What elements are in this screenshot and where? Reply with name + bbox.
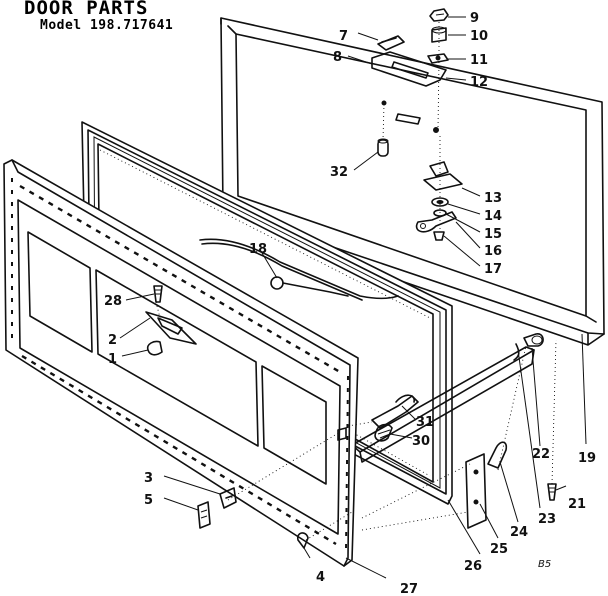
callout-15: 15 xyxy=(484,227,502,242)
callout-2: 2 xyxy=(108,333,117,348)
callout-14: 14 xyxy=(484,209,502,224)
callout-25: 25 xyxy=(490,542,508,557)
model-number: Model 198.717641 xyxy=(40,18,174,33)
part-21-screw xyxy=(547,483,557,501)
part-9-screw xyxy=(429,8,449,22)
callout-3: 3 xyxy=(144,471,153,486)
part-11-clip xyxy=(427,53,449,64)
callout-11: 11 xyxy=(470,53,488,68)
callout-23: 23 xyxy=(538,512,556,527)
callout-10: 10 xyxy=(470,29,488,44)
part-28-screw xyxy=(153,285,163,303)
leader-lines xyxy=(119,16,587,579)
callout-18: 18 xyxy=(249,242,267,257)
callout-7: 7 xyxy=(339,29,348,44)
callout-17: 17 xyxy=(484,262,502,277)
callout-16: 16 xyxy=(484,244,502,259)
callout-24: 24 xyxy=(510,525,528,540)
callout-numbers: 9 10 11 12 7 8 32 13 14 15 16 17 18 28 2… xyxy=(104,11,596,596)
part-16-latch-arm xyxy=(415,211,457,233)
callout-27: 27 xyxy=(400,582,418,596)
callout-26: 26 xyxy=(464,559,482,574)
part-25-hinge-plate xyxy=(465,453,487,529)
part-30-spring xyxy=(374,423,393,442)
drawing-code: B5 xyxy=(538,559,551,570)
part-5-clip xyxy=(197,501,211,529)
diagram-title: DOOR PARTS xyxy=(24,0,149,19)
callout-1: 1 xyxy=(108,352,117,367)
part-31-hinge xyxy=(371,394,419,429)
callout-9: 9 xyxy=(470,11,479,26)
callout-13: 13 xyxy=(484,191,502,206)
part-7-bracket xyxy=(377,35,405,51)
callout-8: 8 xyxy=(333,50,342,65)
part-3-latch xyxy=(219,487,237,509)
part-2-latch-bracket xyxy=(145,311,197,345)
callout-4: 4 xyxy=(316,570,325,585)
callout-12: 12 xyxy=(470,75,488,90)
part-22-pin xyxy=(523,333,544,347)
door-frame xyxy=(220,17,605,346)
part-1-knob xyxy=(146,340,163,356)
part-12-hinge-plate xyxy=(371,51,447,87)
callout-30: 30 xyxy=(412,434,430,449)
callout-21: 21 xyxy=(568,497,586,512)
door-front-panel xyxy=(3,159,359,567)
callout-32: 32 xyxy=(330,165,348,180)
callout-22: 22 xyxy=(532,447,550,462)
part-13-latch xyxy=(423,161,463,191)
part-4-screw xyxy=(296,532,309,549)
part-14-spring xyxy=(431,197,449,207)
part-18-rod xyxy=(199,238,399,301)
callout-28: 28 xyxy=(104,294,122,309)
callout-31: 31 xyxy=(416,415,434,430)
callout-5: 5 xyxy=(144,493,153,508)
part-17-screw xyxy=(433,231,445,241)
callout-19: 19 xyxy=(578,451,596,466)
